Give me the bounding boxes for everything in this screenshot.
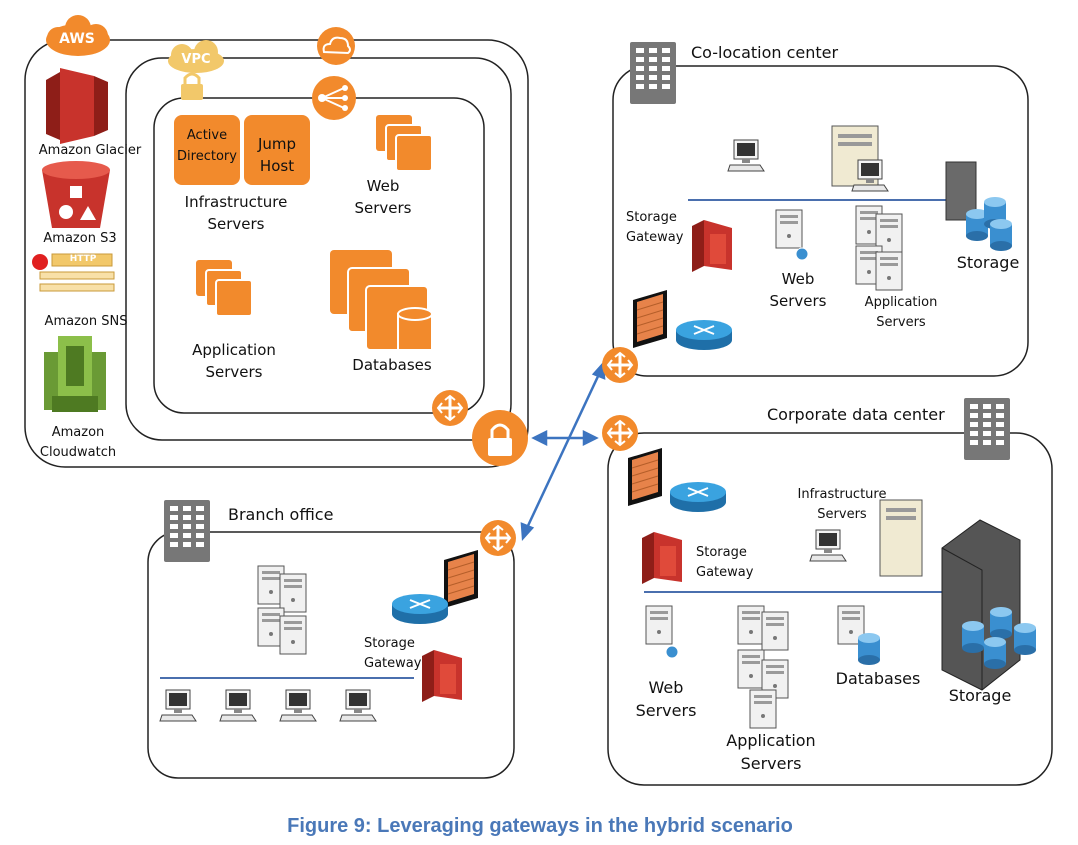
aws-badge-label: AWS <box>59 31 95 47</box>
corporate-router-icon <box>669 481 727 513</box>
corporate-boundary <box>607 432 1053 786</box>
corporate-storage-label: Storage <box>948 686 1012 705</box>
colocation-storage-icon <box>945 161 1012 251</box>
colocation-firewall-icon <box>632 289 668 349</box>
vpc-badge-label: VPC <box>181 52 211 67</box>
corporate-title: Corporate data center <box>767 405 945 424</box>
branch-building-icon <box>164 500 210 562</box>
vpc-databases-label: Databases <box>352 356 432 374</box>
colocation-title: Co-location center <box>691 43 839 62</box>
corporate-web-server-icon <box>645 605 679 659</box>
active-directory-tile <box>174 115 240 185</box>
branch-storage-gateway-label: Storage Gateway <box>364 636 422 671</box>
colocation-vpn-endpoint-icon <box>600 345 640 385</box>
cloudwatch-label: Amazon Cloudwatch <box>39 425 117 460</box>
colocation-web-server-icon <box>775 209 809 261</box>
application-servers-icon <box>195 259 253 317</box>
corporate-storage-gateway-icon <box>642 532 682 584</box>
vpc-cloud-badge <box>168 40 224 100</box>
corporate-infrastructure-servers-label: Infrastructure Servers <box>797 487 887 522</box>
sns-label: Amazon SNS <box>44 314 128 329</box>
cloudwatch-icon <box>44 336 106 412</box>
corporate-database-icon <box>837 605 880 665</box>
internet-gateway-icon <box>317 27 355 65</box>
branch-firewall-icon <box>443 549 479 609</box>
corporate-web-servers-label: Web Servers <box>635 678 697 721</box>
vpc-boundary <box>125 57 512 441</box>
vpc-lock-icon <box>181 84 203 100</box>
corporate-application-servers-icon <box>737 605 789 729</box>
branch-workstation-icon <box>219 689 257 722</box>
corporate-storage-gateway-label: Storage Gateway <box>696 545 754 580</box>
branch-servers-icon <box>257 565 307 655</box>
branch-router-icon <box>391 593 449 625</box>
colocation-storage-gateway-label: Storage Gateway <box>626 210 684 245</box>
aws-cloud-badge <box>46 15 110 56</box>
vpc-infrastructure-servers-label: Infrastructure Servers <box>184 193 288 233</box>
corporate-workstation-icon <box>809 529 847 562</box>
colocation-application-servers-icon <box>855 205 903 291</box>
corporate-building-icon <box>964 398 1010 460</box>
jump-host-tile <box>244 115 310 185</box>
glacier-icon <box>46 68 108 144</box>
vpc-router-connector-icon <box>430 388 470 428</box>
corporate-databases-label: Databases <box>835 669 921 688</box>
vpn-gateway-lock-icon <box>472 410 528 466</box>
glacier-label: Amazon Glacier <box>38 143 142 158</box>
corporate-storage-icon <box>941 519 1036 691</box>
colocation-web-servers-label: Web Servers <box>769 270 827 310</box>
sns-http-tag: HTTP <box>69 254 97 264</box>
colocation-router-icon <box>675 319 733 351</box>
figure-caption: Figure 9: Leveraging gateways in the hyb… <box>287 815 793 837</box>
load-balancer-icon <box>312 76 356 120</box>
colocation-building-icon <box>630 42 676 104</box>
branch-vpn-endpoint-icon <box>478 518 518 558</box>
jump-host-label: Jump Host <box>257 135 297 175</box>
corporate-vpn-endpoint-icon <box>600 413 640 453</box>
vpc-application-servers-label: Application Servers <box>192 341 276 381</box>
databases-icon <box>330 250 433 351</box>
branch-workstation-icon <box>339 689 377 722</box>
corporate-application-servers-label: Application Servers <box>726 731 816 774</box>
branch-workstation-icon <box>159 689 197 722</box>
colocation-infrastructure-server-icon <box>831 125 889 192</box>
s3-icon <box>42 161 110 228</box>
vpc-web-servers-label: Web Servers <box>354 177 412 217</box>
colocation-boundary <box>612 65 1029 377</box>
vpn-connections <box>520 360 606 542</box>
branch-boundary <box>147 531 515 779</box>
sns-icon <box>32 253 115 292</box>
corporate-infrastructure-server-icon <box>879 499 923 577</box>
s3-label: Amazon S3 <box>43 231 117 246</box>
active-directory-label: Active Directory <box>177 128 237 164</box>
colocation-application-servers-label: Application Servers <box>864 295 938 330</box>
branch-workstation-icon <box>279 689 317 722</box>
web-servers-icon <box>375 114 433 172</box>
colocation-workstation-icon <box>727 139 765 172</box>
colocation-storage-label: Storage <box>956 253 1020 272</box>
aws-boundary <box>24 39 529 468</box>
corporate-firewall-icon <box>627 447 663 507</box>
branch-title: Branch office <box>228 505 334 524</box>
